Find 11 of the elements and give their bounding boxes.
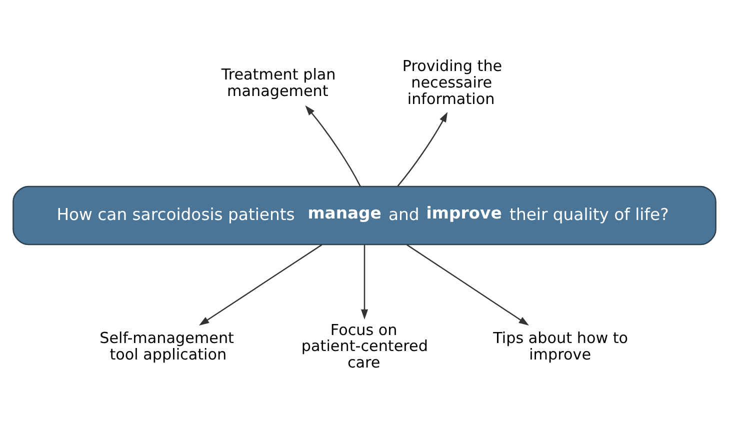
node-box: How can sarcoidosis patients manage and improve their quality of life? [12,185,716,245]
node-text: Self-management tool application [100,328,234,363]
node-text: Providing the necessaire information [402,56,502,108]
arrow [406,244,529,325]
arrow [360,244,368,320]
arrow [199,244,322,325]
arrow [397,111,448,186]
node-text: Treatment plan management [221,64,336,100]
node-text: Tips about how to improve [493,328,628,363]
arrow [305,104,361,186]
node-text: Focus on patient-centered care [301,320,428,372]
